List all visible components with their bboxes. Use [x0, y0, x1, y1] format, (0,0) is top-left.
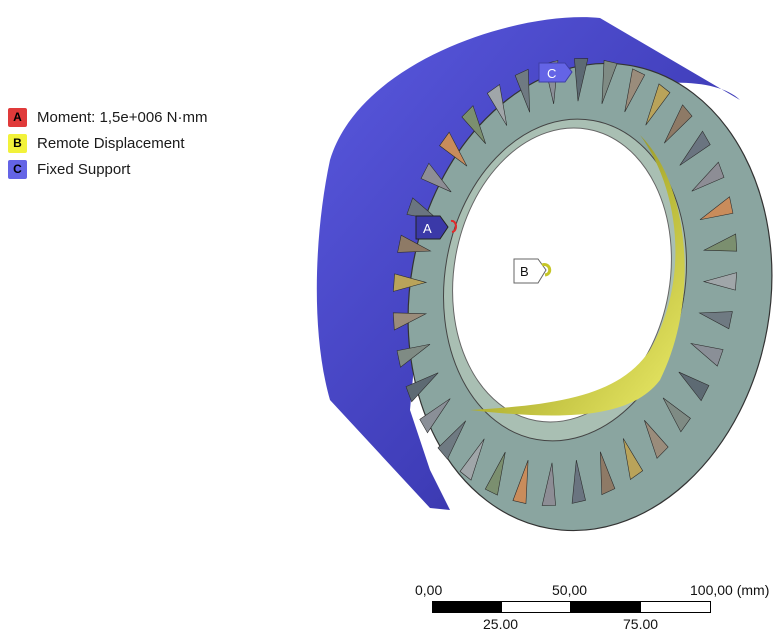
stator-tooth: [698, 311, 733, 330]
stator-tooth: [541, 462, 556, 506]
legend-item-moment[interactable]: A Moment: 1,5e+006 N·mm: [8, 104, 208, 130]
stator-tooth: [622, 438, 644, 481]
stator-tooth: [678, 371, 710, 402]
stator-tooth: [484, 451, 506, 496]
tag-c-label: C: [547, 66, 556, 81]
stator-tooth: [624, 68, 646, 113]
stator-tooth: [392, 312, 428, 331]
legend-label-remote-displacement: Remote Displacement: [37, 134, 185, 152]
stator-tooth: [439, 131, 468, 167]
legend-item-fixed-support[interactable]: C Fixed Support: [8, 156, 208, 182]
legend-key-c: C: [8, 159, 27, 179]
outer-shell: [316, 17, 740, 510]
stator-tooth: [571, 459, 586, 504]
stator-tooth: [600, 451, 616, 496]
legend-key-b: B: [8, 133, 27, 153]
legend-label-fixed-support: Fixed Support: [37, 160, 131, 178]
tag-a-label: A: [423, 221, 432, 236]
stator-tooth: [512, 460, 529, 504]
stator-tooth: [645, 83, 671, 126]
tag-a[interactable]: A: [415, 215, 457, 240]
stator-tooth: [601, 60, 618, 104]
stator-tooth: [393, 273, 428, 292]
legend-item-remote-displacement[interactable]: B Remote Displacement: [8, 130, 208, 156]
stator-tooth: [437, 420, 467, 460]
stator-tooth: [486, 83, 508, 126]
legend-label-moment: Moment: 1,5e+006 N·mm: [37, 108, 208, 126]
stator-tooth: [574, 58, 589, 102]
stator-tooth: [702, 272, 737, 291]
stator-tooth: [644, 420, 669, 459]
stator-tooth: [690, 342, 724, 367]
stator-tooth: [702, 233, 738, 252]
stator-tooth: [459, 438, 485, 481]
stator-tooth: [699, 196, 734, 221]
tag-c[interactable]: C: [538, 62, 573, 83]
legend-key-a: A: [8, 107, 27, 127]
tag-b-label: B: [520, 264, 529, 279]
stator-tooth: [397, 234, 432, 253]
stator-tooth: [419, 398, 451, 434]
stator-tooth: [663, 104, 693, 144]
stator-tooth: [396, 343, 431, 368]
stator-tooth: [679, 130, 711, 166]
remote-displacement-icon: [541, 263, 552, 277]
boundary-condition-legend: A Moment: 1,5e+006 N·mm B Remote Displac…: [8, 104, 208, 182]
stator-teeth: [392, 58, 738, 506]
stator-tooth: [461, 105, 486, 144]
stator-tooth: [691, 161, 725, 192]
tag-b[interactable]: B: [513, 258, 552, 284]
inner-bore-opening: [452, 127, 672, 423]
stator-tooth: [420, 162, 452, 193]
moment-arrow-icon: [450, 219, 457, 233]
stator-tooth: [405, 372, 439, 403]
stator-tooth: [514, 68, 530, 113]
stator-tooth: [662, 397, 691, 433]
